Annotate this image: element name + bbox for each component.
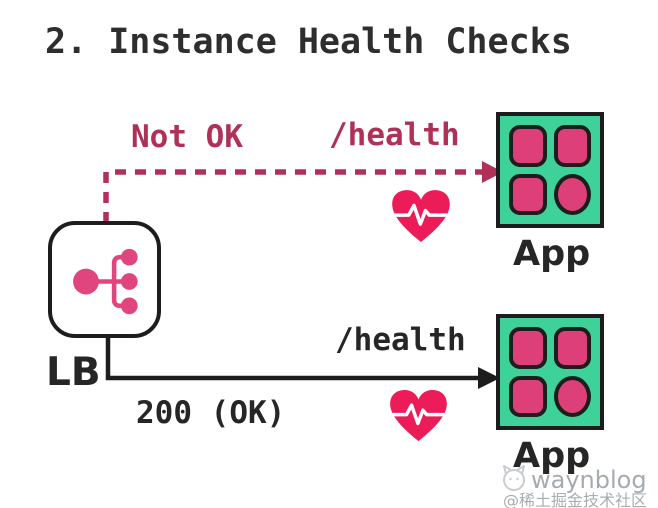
load-balancer-label: LB	[46, 350, 101, 395]
app-module-shape	[553, 327, 591, 369]
watermark-name: waynblog	[531, 466, 647, 494]
load-balancer-icon	[72, 248, 138, 314]
watermark-cat-icon	[503, 465, 525, 491]
load-balancer-node	[48, 221, 161, 338]
endpoint-label-top: /health	[329, 117, 460, 153]
heart-pulse-icon-top	[392, 190, 450, 242]
app-module-shape	[509, 173, 547, 215]
app-module-shape	[509, 375, 547, 417]
app-node-bottom	[496, 314, 604, 430]
app-node-top	[496, 112, 604, 228]
app-module-shape	[553, 125, 591, 167]
app-label-bottom: App	[513, 436, 591, 476]
app-module-circle	[553, 375, 591, 417]
heart-pulse-icon-bottom	[390, 390, 447, 442]
app-module-shape	[509, 125, 547, 167]
app-module-shape	[509, 327, 547, 369]
dashed-arrow	[103, 161, 503, 223]
endpoint-label-bottom: /health	[335, 322, 466, 358]
page-title: 2. Instance Health Checks	[45, 22, 572, 62]
app-label-top: App	[513, 234, 591, 274]
app-module-circle	[553, 173, 591, 215]
solid-arrow	[105, 336, 500, 389]
status-label-200-ok: 200 (OK)	[136, 395, 286, 431]
watermark-community: @稀土掘金技术社区	[503, 491, 648, 508]
status-label-not-ok: Not OK	[131, 119, 243, 155]
